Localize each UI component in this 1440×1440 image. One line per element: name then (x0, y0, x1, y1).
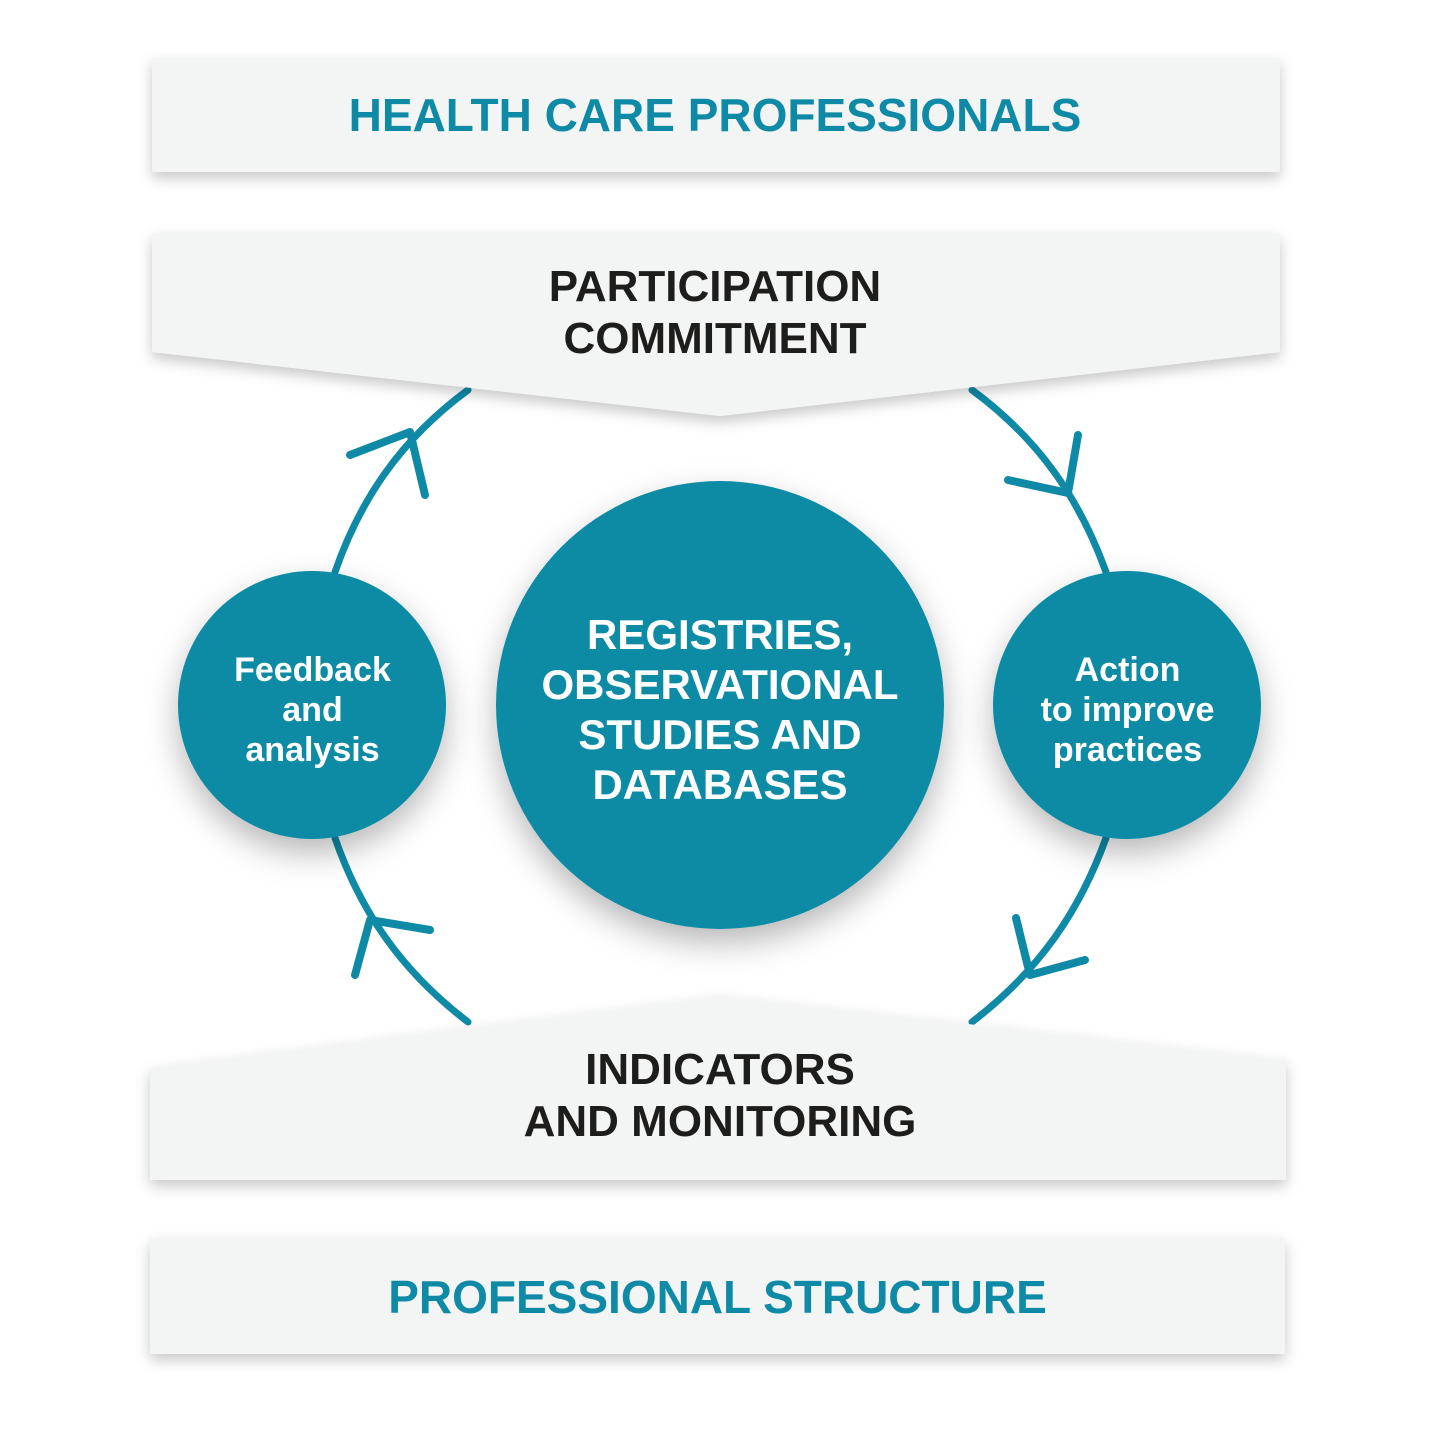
label-indicators-line-2: AND MONITORING (523, 1097, 917, 1146)
label-indicators-line-1: INDICATORS (585, 1045, 855, 1094)
arrow-down-right-icon (1004, 431, 1082, 497)
box-health-care-professionals (152, 58, 1280, 172)
cycle-ring (331, 386, 1110, 1026)
box-professional-structure (150, 1238, 1285, 1354)
label-professional-structure-text: PROFESSIONAL STRUCTURE (388, 1271, 1047, 1323)
cycle-arrowheads (346, 428, 1089, 979)
label-registries-line-4: DATABASES (592, 761, 848, 808)
circle-action-improve (993, 571, 1261, 839)
cycle-arc-bottom-right (968, 834, 1110, 1026)
label-feedback-line-2: and (282, 691, 343, 729)
label-feedback-line-1: Feedback (234, 651, 391, 689)
circle-feedback-analysis (178, 571, 446, 839)
cycle-arc-top-left (331, 386, 472, 576)
label-participation-line-1: PARTICIPATION (548, 262, 882, 311)
label-registries-line-2: OBSERVATIONAL (541, 661, 899, 708)
label-feedback-line-3: analysis (245, 731, 380, 769)
label-action-line-3: practices (1052, 731, 1203, 769)
label-registries-line-1: REGISTRIES, (586, 611, 854, 658)
box-indicators-monitoring (150, 996, 1286, 1180)
label-indicators-monitoring: INDICATORS AND MONITORING (150, 1040, 1290, 1152)
circle-registries (496, 481, 944, 929)
arrow-up-left-icon (346, 428, 429, 499)
label-registries-line-3: STUDIES AND (578, 711, 862, 758)
label-health-care-professionals-text: HEALTH CARE PROFESSIONALS (348, 89, 1082, 141)
label-action-line-1: Action (1074, 651, 1181, 689)
arrow-up-left-lower-icon (351, 916, 434, 979)
cycle-arc-top-right (968, 386, 1110, 576)
box-participation-commitment (152, 233, 1280, 416)
label-registries: REGISTRIES, OBSERVATIONAL STUDIES AND DA… (500, 590, 940, 830)
label-participation-commitment: PARTICIPATION COMMITMENT (150, 258, 1280, 368)
label-participation-line-2: COMMITMENT (563, 314, 867, 363)
arrow-down-right-lower-icon (1012, 914, 1089, 979)
cycle-arc-bottom-left (331, 834, 472, 1026)
label-feedback-analysis: Feedback and analysis (180, 640, 445, 780)
label-action-improve: Action to improve practices (995, 640, 1260, 780)
label-professional-structure: PROFESSIONAL STRUCTURE (150, 1242, 1285, 1352)
label-action-line-2: to improve (1040, 691, 1215, 729)
label-health-care-professionals: HEALTH CARE PROFESSIONALS (150, 60, 1280, 170)
